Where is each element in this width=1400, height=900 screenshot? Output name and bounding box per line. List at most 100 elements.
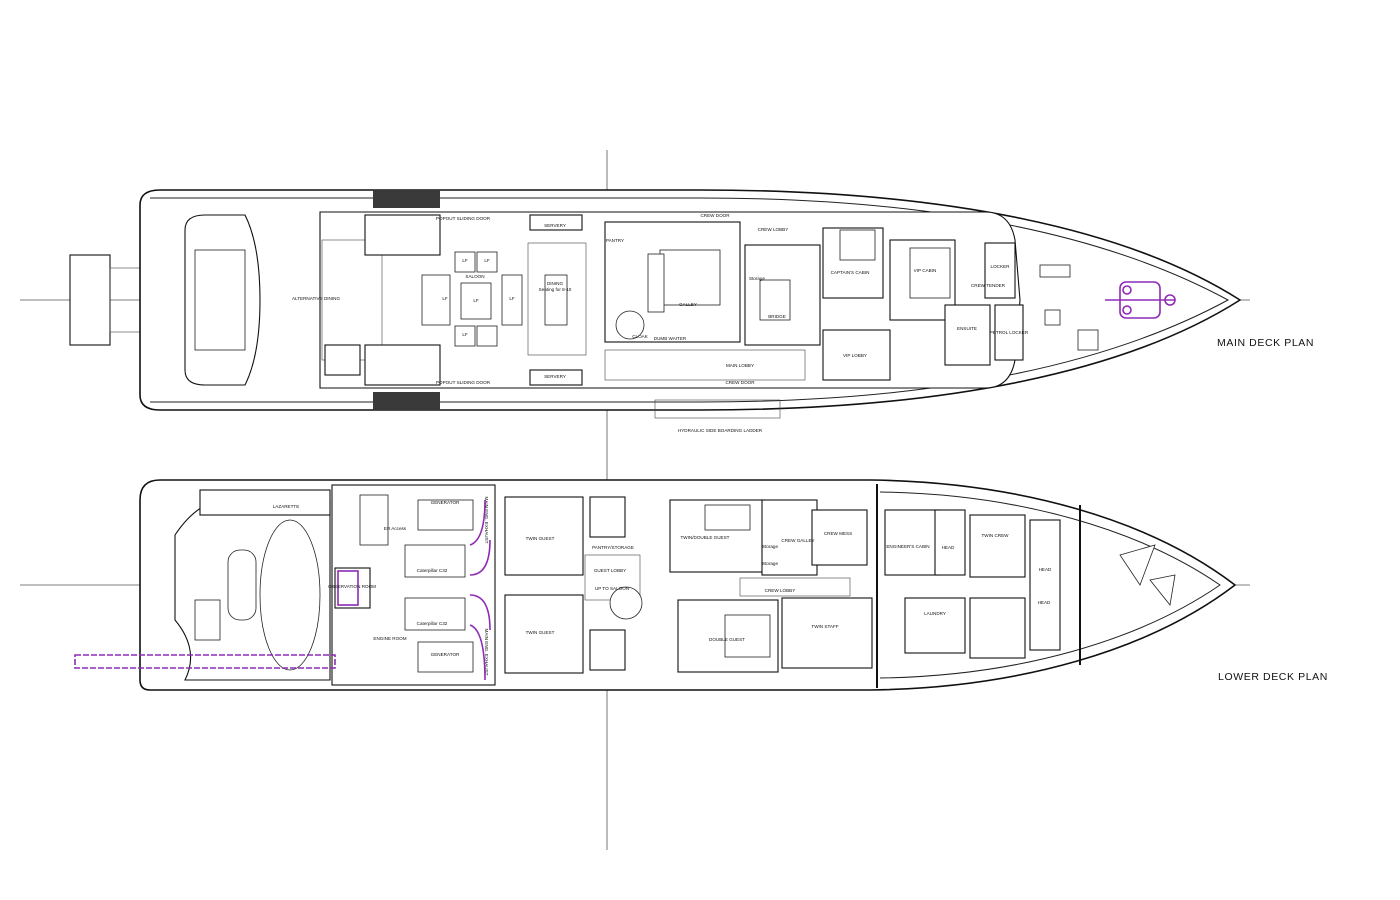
room-label: HEAD bbox=[1039, 567, 1052, 572]
forepeak-store bbox=[1119, 544, 1156, 586]
room-label: LF bbox=[462, 332, 468, 337]
forepeak-store-2 bbox=[1149, 574, 1176, 606]
twin-guest-starboard bbox=[504, 594, 584, 674]
room-label: LF bbox=[484, 258, 490, 263]
room-label: ENGINE ROOM bbox=[373, 636, 406, 641]
room-label: Seating for 8-10 bbox=[539, 287, 572, 292]
room-label: SALOON bbox=[465, 274, 484, 279]
dining-rug bbox=[527, 242, 587, 356]
vip-lobby bbox=[822, 329, 891, 381]
pantry-cabinets bbox=[647, 253, 665, 313]
double-guest-berth bbox=[724, 614, 771, 658]
room-label: CREW DOOR bbox=[700, 213, 730, 218]
twin-guest-port bbox=[504, 496, 584, 576]
room-label: Storage bbox=[762, 544, 779, 549]
popout-sliding-door-starboard[interactable] bbox=[373, 392, 440, 410]
saloon-chair bbox=[476, 251, 498, 273]
room-label: DOUBLE GUEST bbox=[709, 637, 745, 642]
room-label: VIP LOBBY bbox=[843, 353, 867, 358]
boarding-ladder[interactable] bbox=[654, 399, 781, 419]
main-deck-bulwark bbox=[150, 197, 1230, 403]
twin-crew-starboard bbox=[969, 597, 1026, 659]
room-label: LOCKER bbox=[991, 264, 1011, 269]
room-label: SERVERY bbox=[544, 374, 566, 379]
lower-deck-title: LOWER DECK PLAN bbox=[1218, 671, 1328, 683]
twin-staff bbox=[781, 597, 873, 669]
room-label: POPOUT SLIDING DOOR bbox=[436, 380, 491, 385]
tender-1 bbox=[259, 519, 321, 671]
room-label: CREW LOBBY bbox=[765, 588, 796, 593]
room-label: PANTRY bbox=[606, 238, 624, 243]
saloon-coffee-table bbox=[460, 282, 492, 320]
room-label: TWIN STAFF bbox=[811, 624, 838, 629]
room-label: CLOAK bbox=[632, 334, 649, 339]
room-label: CAPTAIN'S CABIN bbox=[831, 270, 870, 275]
room-label: DUMB WAITER bbox=[654, 336, 687, 341]
saloon-chair bbox=[476, 325, 498, 347]
room-label: HEAD bbox=[1038, 600, 1051, 605]
exhaust-starboard bbox=[469, 594, 491, 681]
spiral-stair bbox=[615, 310, 645, 340]
room-label: HEAD bbox=[942, 545, 955, 550]
saloon-chair bbox=[454, 251, 476, 273]
room-label: MAIN ENG. EXHAUST bbox=[484, 629, 489, 676]
room-label: DINING bbox=[547, 281, 564, 286]
room-label: CREW GALLEY bbox=[781, 538, 814, 543]
room-label: CREW MESS bbox=[824, 531, 852, 536]
room-label: LF bbox=[462, 258, 468, 263]
saloon-chair bbox=[454, 325, 476, 347]
room-label: POPOUT SLIDING DOOR bbox=[436, 216, 491, 221]
room-label: LAZARETTE bbox=[273, 504, 300, 509]
generator-starboard bbox=[417, 641, 474, 673]
exhaust-port bbox=[469, 499, 491, 576]
guest-spiral-stair bbox=[609, 586, 643, 620]
room-label: TWIN CREW bbox=[981, 533, 1009, 538]
room-label: PANTRY/STORAGE bbox=[592, 545, 634, 550]
observation-room bbox=[334, 567, 371, 609]
popout-sliding-door-port[interactable] bbox=[373, 190, 440, 208]
garage-platform bbox=[194, 599, 221, 641]
room-label: UP TO SALOON bbox=[595, 586, 629, 591]
crew-lobby bbox=[739, 577, 851, 597]
room-label: Storage bbox=[749, 276, 766, 281]
servery-port bbox=[529, 214, 583, 231]
jet-ski bbox=[227, 549, 257, 621]
room-label: GUEST LOBBY bbox=[594, 568, 626, 573]
room-label: GENERATOR bbox=[431, 500, 460, 505]
main-engine-port bbox=[404, 544, 466, 578]
helm-console bbox=[759, 279, 791, 321]
room-label: CREW TENDER bbox=[971, 283, 1006, 288]
room-label: CREW LOBBY bbox=[758, 227, 789, 232]
er-access bbox=[359, 494, 389, 546]
room-label: TWIN GUEST bbox=[526, 536, 555, 541]
room-label: TWIN/DOUBLE GUEST bbox=[680, 535, 729, 540]
room-label: GALLEY bbox=[679, 302, 697, 307]
ensuite bbox=[944, 304, 991, 366]
vip-berth bbox=[909, 247, 951, 299]
dining-table bbox=[544, 274, 568, 326]
room-label: LF bbox=[442, 296, 448, 301]
room-label: CREW DOOR bbox=[725, 380, 755, 385]
room-label: OBSERVATION ROOM bbox=[328, 584, 376, 589]
twin-crew-port bbox=[969, 514, 1026, 578]
stair-aft bbox=[324, 344, 361, 376]
room-label: MAIN ENG. EXHAUST bbox=[484, 497, 489, 544]
twin-double-guest-berth bbox=[704, 504, 751, 531]
room-label: LF bbox=[509, 296, 515, 301]
room-label: Caterpillar C32 bbox=[417, 621, 448, 626]
room-label: Storage bbox=[762, 561, 779, 566]
hatch-foredeck-2 bbox=[1077, 329, 1099, 351]
head-1 bbox=[934, 509, 966, 576]
servery-starboard bbox=[529, 369, 583, 386]
saloon-sofa-starboard bbox=[501, 274, 523, 326]
laundry bbox=[904, 597, 966, 654]
room-label: TWIN GUEST bbox=[526, 630, 555, 635]
captains-berth bbox=[839, 229, 876, 261]
aft-sun-pad bbox=[194, 249, 246, 351]
room-label: VIP CABIN bbox=[914, 268, 937, 273]
room-label: LF bbox=[473, 298, 479, 303]
passerelle bbox=[69, 254, 111, 346]
